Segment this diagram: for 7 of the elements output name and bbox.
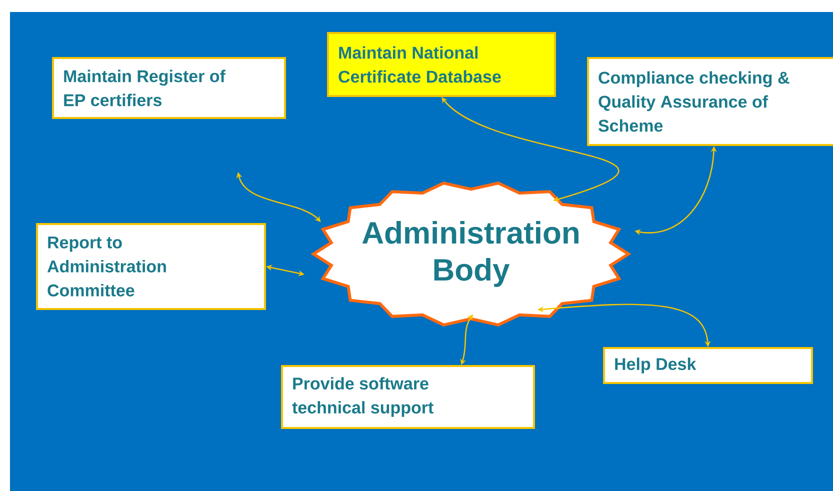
process-box: Compliance checking & Quality Assurance of Scheme: [587, 57, 833, 146]
process-box: Provide software technical support: [281, 365, 535, 429]
process-box: Report to Administration Committee: [36, 223, 266, 310]
process-box: Help Desk: [603, 347, 813, 384]
process-box: Maintain Register of EP certifiers: [52, 57, 286, 119]
arrow: [442, 97, 620, 202]
process-box: Maintain National Certificate Database: [327, 32, 556, 97]
